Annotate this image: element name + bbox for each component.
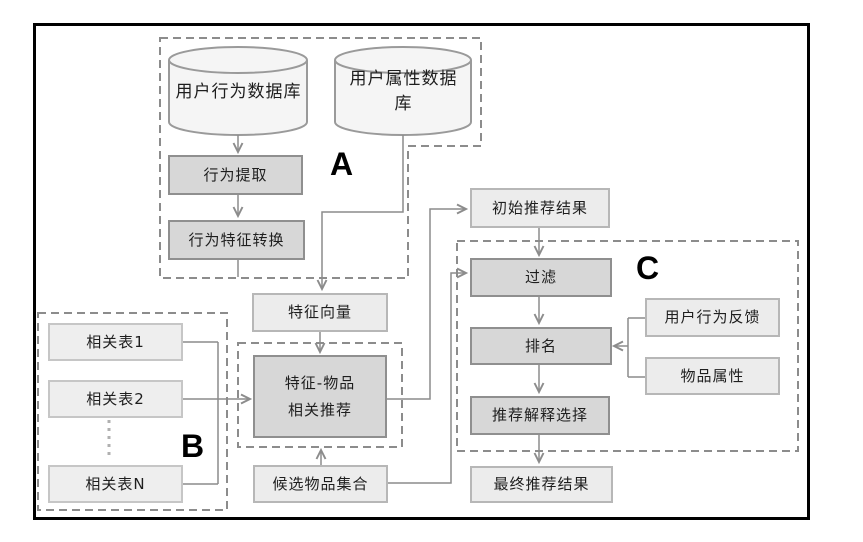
node-filter: 过滤 bbox=[470, 258, 612, 297]
node-candidate-item-set: 候选物品集合 bbox=[253, 465, 388, 503]
node-feature-vector: 特征向量 bbox=[252, 293, 388, 332]
connector-candidate-to-filter bbox=[388, 267, 469, 484]
user-behavior-db-cylinder bbox=[168, 46, 308, 136]
node-ranking: 排名 bbox=[470, 327, 612, 365]
connector-db2-to-feature-vector bbox=[316, 135, 404, 292]
user-attribute-db: 用户属性数据库 bbox=[349, 69, 458, 114]
node-final-rec-result: 最终推荐结果 bbox=[470, 466, 613, 503]
node-related-table-n: 相关表N bbox=[48, 465, 183, 503]
feature-item-line1: 特征-物品 bbox=[284, 373, 356, 392]
node-initial-rec-result: 初始推荐结果 bbox=[470, 188, 610, 228]
node-related-table-2: 相关表2 bbox=[48, 380, 183, 418]
node-user-behavior-feedback: 用户行为反馈 bbox=[645, 298, 780, 337]
user-behavior-db: 用户行为数据库 bbox=[175, 81, 302, 102]
user-attribute-db-cylinder bbox=[334, 46, 472, 136]
group-a-outline bbox=[159, 37, 482, 279]
connector-related-tables-bus bbox=[183, 341, 219, 485]
connector-feedback-bus bbox=[627, 317, 645, 378]
group-a-label: A bbox=[330, 146, 354, 182]
node-item-attribute: 物品属性 bbox=[645, 357, 780, 395]
node-behavior-feature-transform: 行为特征转换 bbox=[168, 220, 305, 260]
group-b-label: B bbox=[181, 428, 205, 464]
feature-item-line2: 相关推荐 bbox=[287, 400, 352, 419]
connector-feature-item-to-initial bbox=[387, 203, 469, 400]
node-behavior-extract: 行为提取 bbox=[168, 155, 303, 195]
group-c-outline bbox=[456, 240, 799, 452]
group-b-outline bbox=[37, 312, 228, 511]
node-feature-item-rec: 特征-物品 相关推荐 bbox=[253, 355, 387, 438]
node-rec-explain-select: 推荐解释选择 bbox=[470, 396, 610, 435]
node-related-table-1: 相关表1 bbox=[48, 323, 183, 361]
group-c-label: C bbox=[636, 250, 660, 286]
